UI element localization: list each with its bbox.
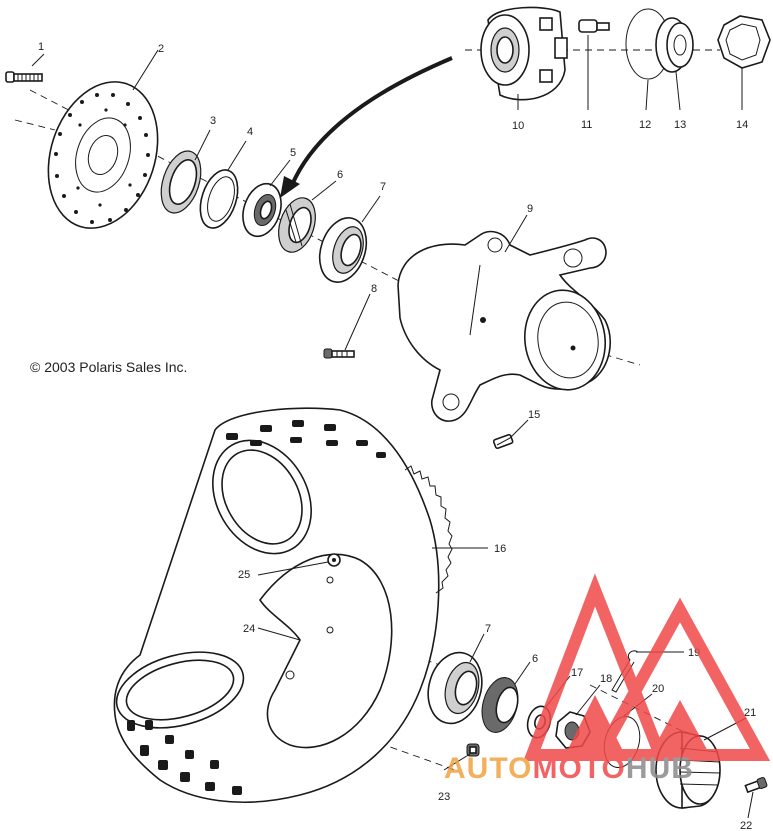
callout-6: 6 (337, 169, 343, 181)
disc-bolt (5, 71, 43, 83)
spacer-ring (199, 169, 239, 229)
valve-stem (327, 553, 341, 567)
bearing-cup (318, 217, 368, 283)
watermark-hub: HUB (626, 752, 694, 785)
lower-cotter-pin (611, 650, 639, 693)
callout-12: 12 (639, 119, 651, 131)
roller-bearing (278, 197, 316, 253)
callout-22: 22 (740, 820, 752, 831)
callout-14: 14 (736, 119, 748, 131)
callout-11: 11 (581, 119, 592, 131)
callout-20: 20 (652, 683, 664, 695)
callout-labels: 1 2 3 4 5 6 7 8 9 10 11 12 13 14 15 16 1… (38, 41, 756, 831)
callout-15: 15 (528, 409, 540, 421)
callout-6-lower: 6 (532, 653, 538, 665)
callout-4: 4 (247, 126, 253, 138)
hub-bolt (323, 348, 355, 359)
callout-10: 10 (512, 120, 524, 132)
callout-5: 5 (290, 147, 296, 159)
callout-8: 8 (371, 283, 377, 295)
callout-23: 23 (438, 791, 450, 803)
callout-9: 9 (527, 203, 533, 215)
watermark-wordmark: AUTOMOTOHUB (444, 752, 694, 785)
hub-flange (480, 6, 568, 101)
callout-21: 21 (744, 707, 756, 719)
watermark-triangle-mark (523, 573, 771, 761)
callout-17: 17 (571, 667, 583, 679)
tire (113, 407, 453, 803)
cotter-pin (492, 433, 514, 450)
callout-16: 16 (494, 543, 506, 555)
callout-7: 7 (380, 181, 386, 193)
cap-screw (744, 776, 768, 794)
brake-disc (47, 81, 159, 229)
callout-2: 2 (158, 43, 164, 55)
bearing-cone (242, 182, 282, 238)
callout-3: 3 (210, 115, 216, 127)
callout-24: 24 (243, 623, 255, 635)
callout-18: 18 (600, 673, 612, 685)
lower-roller-bearing (481, 677, 519, 733)
copyright-notice: © 2003 Polaris Sales Inc. (30, 359, 187, 375)
hub-cap (655, 17, 694, 73)
castle-nut (717, 15, 771, 69)
watermark-auto: AUTO (444, 752, 532, 785)
callout-25: 25 (238, 569, 250, 581)
seal (160, 150, 202, 214)
watermark-moto: MOTO (532, 752, 625, 785)
watermark-logo: AUTOMOTOHUB (444, 573, 771, 785)
wheel-stud (578, 19, 610, 33)
callout-7-lower: 7 (485, 623, 491, 635)
lug-nut (466, 743, 480, 757)
hub-knuckle (397, 230, 611, 422)
assembly-arrow (280, 56, 453, 198)
callout-1: 1 (38, 41, 44, 53)
lower-bearing-cup (427, 651, 483, 725)
callout-13: 13 (674, 119, 686, 131)
